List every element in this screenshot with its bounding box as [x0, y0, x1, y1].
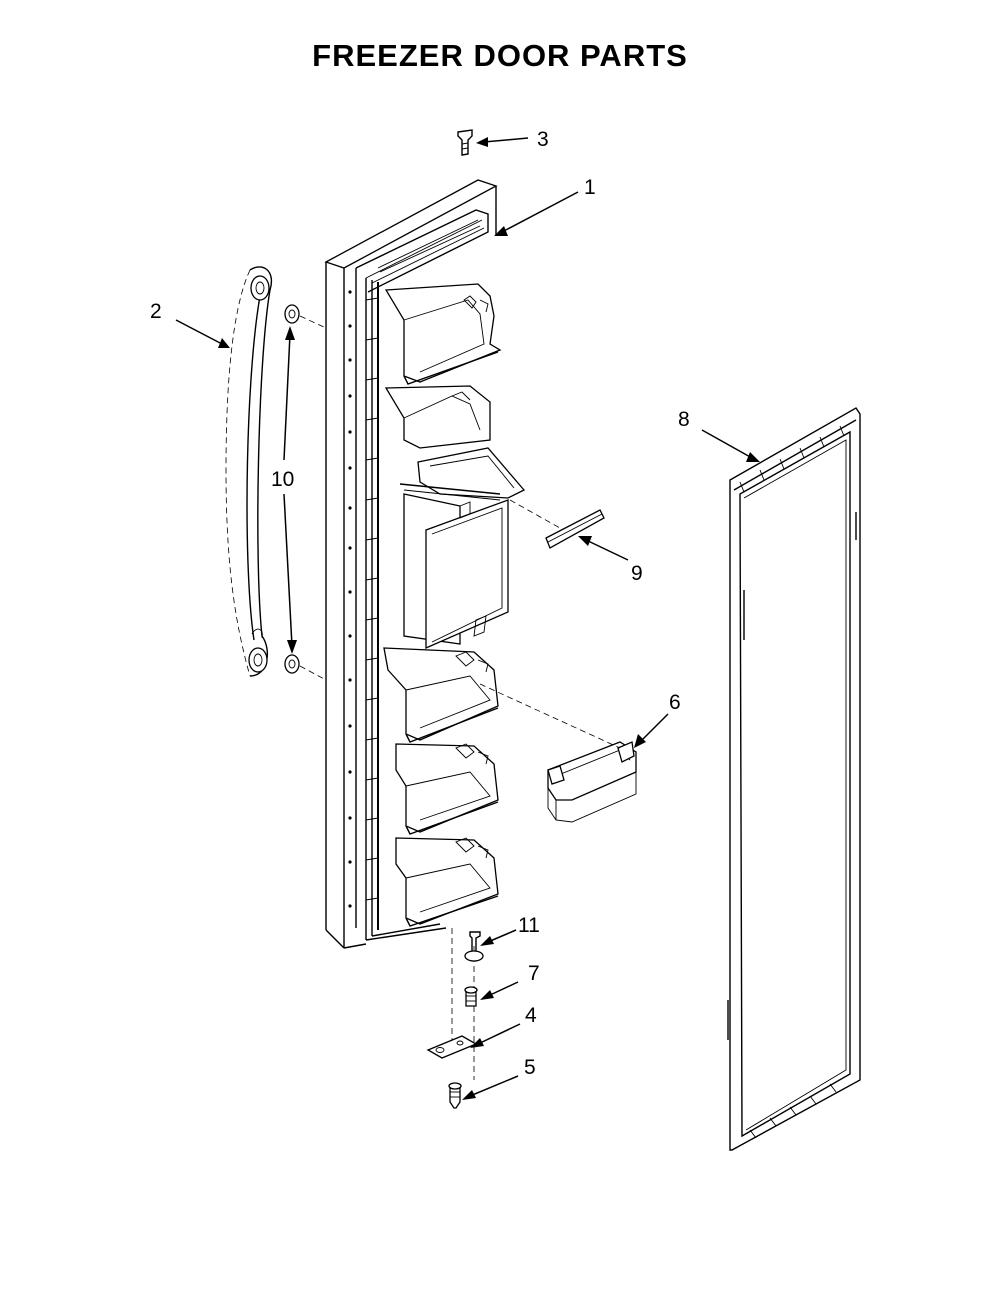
part-5-screw [448, 1082, 462, 1109]
part-2-leader [175, 319, 230, 348]
part-1-door [324, 179, 526, 949]
callout-4: 4 [525, 1004, 537, 1027]
part-7-bushing [464, 986, 478, 1007]
part-2-handle [225, 266, 273, 677]
callout-8: 8 [678, 408, 690, 431]
part-6-bin [479, 683, 637, 823]
part-5-leader [462, 1075, 519, 1100]
part-8-gasket [727, 407, 861, 1151]
callout-9: 9 [631, 562, 643, 585]
callout-5: 5 [524, 1056, 536, 1079]
part-3-leader [476, 137, 529, 147]
part-11-leader [480, 929, 517, 946]
part-11-pin [464, 931, 484, 962]
part-10-leaders [283, 326, 297, 654]
part-9-trim [509, 499, 605, 549]
callout-7: 7 [528, 962, 540, 985]
part-9-leader [578, 536, 629, 561]
part-10-studs [284, 304, 327, 681]
door-side-dots [348, 290, 352, 908]
callout-11: 11 [518, 914, 540, 937]
callout-1: 1 [584, 176, 596, 199]
part-7-leader [480, 981, 519, 1000]
part-8-leader [701, 429, 760, 462]
part-1-leader [494, 191, 579, 236]
part-4-leader [470, 1023, 521, 1048]
part-6-leader [634, 713, 669, 748]
part-3-screw [457, 129, 473, 156]
callout-10: 10 [271, 468, 294, 491]
callout-3: 3 [537, 128, 549, 151]
callout-6: 6 [669, 691, 681, 714]
page-title: FREEZER DOOR PARTS [312, 38, 688, 73]
callout-2: 2 [150, 300, 162, 323]
